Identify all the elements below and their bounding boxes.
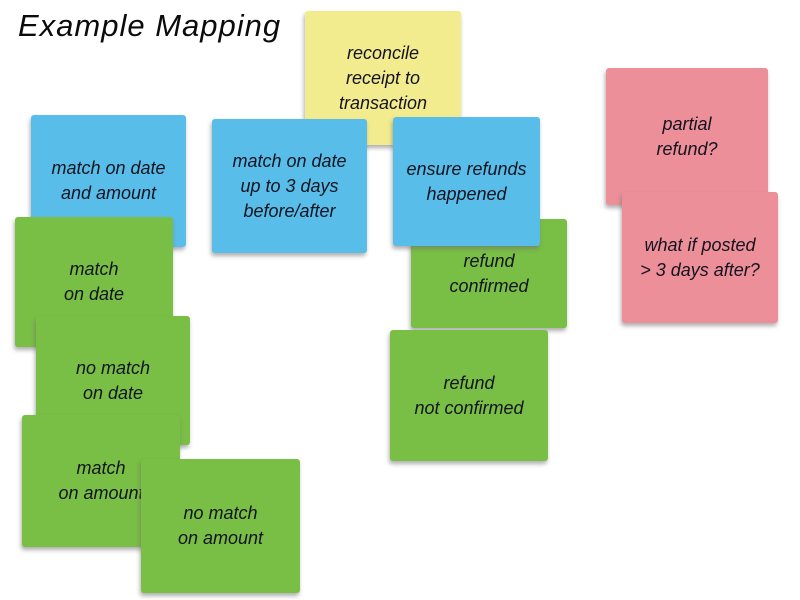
- note-text: match on amount: [58, 458, 144, 503]
- page-title: Example Mapping: [18, 8, 282, 43]
- note-text: match on date up to 3 days before/after: [232, 150, 347, 221]
- note-blue-ensure-refunds: ensure refunds happened: [393, 117, 540, 246]
- note-green-refund-not-confirmed: refund not confirmed: [390, 330, 548, 461]
- note-text: ensure refunds happened: [406, 158, 527, 204]
- note-pink-partial-refund: partial refund?: [606, 68, 768, 205]
- note-text: refund not confirmed: [414, 372, 524, 418]
- note-pink-posted-3-days-after: what if posted > 3 days after?: [622, 192, 778, 323]
- note-text: reconcile receipt to transaction: [338, 42, 428, 113]
- note-green-no-match-on-amount: no match on amount: [141, 459, 300, 593]
- note-text: no match on amount: [177, 503, 264, 548]
- note-text: match on date: [63, 259, 125, 304]
- note-text: no match on date: [75, 357, 151, 403]
- note-text: refund confirmed: [449, 250, 529, 296]
- note-blue-match-date-3-days: match on date up to 3 days before/after: [212, 119, 367, 253]
- note-text: partial refund?: [656, 113, 718, 159]
- note-text: what if posted > 3 days after?: [640, 234, 760, 280]
- note-text: match on date and amount: [51, 158, 166, 203]
